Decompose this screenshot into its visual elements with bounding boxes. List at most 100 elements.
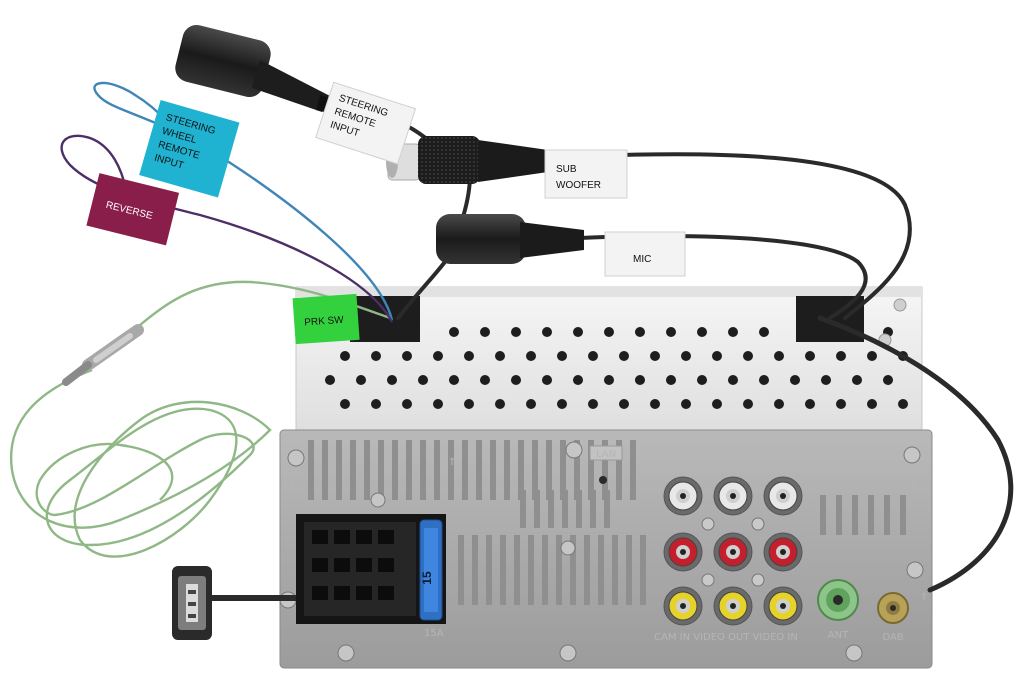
panel-rib [574, 440, 580, 500]
rca-jack-hole [680, 549, 686, 555]
panel-rib [532, 440, 538, 500]
vent-hole [573, 327, 583, 337]
vent-hole [743, 351, 753, 361]
right-grommet-cable [817, 315, 1014, 593]
vent-hole [619, 399, 629, 409]
panel-rib [350, 440, 356, 500]
steering-wheel-wire [93, 81, 394, 321]
panel-rib [570, 535, 576, 605]
mic-tag: MIC [604, 231, 686, 277]
iso-connector: 15 15A [296, 514, 446, 639]
panel-rib [308, 440, 314, 500]
vent-hole [573, 375, 583, 385]
usb-connector [172, 566, 296, 640]
vent-hole [650, 399, 660, 409]
svg-text:⇑: ⇑ [448, 457, 456, 468]
vent-hole [387, 375, 397, 385]
panel-rib [548, 490, 554, 528]
ribs-top [308, 440, 906, 535]
vent-hole [480, 327, 490, 337]
panel-rib [364, 440, 370, 500]
svg-text:⇑: ⇑ [368, 472, 376, 483]
rca-screw [701, 573, 715, 587]
vent-hole [464, 351, 474, 361]
panel-rib [462, 440, 468, 500]
rca-jack-hole [780, 549, 786, 555]
vent-hole [495, 399, 505, 409]
vent-hole [433, 399, 443, 409]
svg-text:⇑: ⇑ [288, 482, 296, 493]
panel-rib [490, 440, 496, 500]
rca-screw [701, 517, 715, 531]
vent-hole [588, 399, 598, 409]
rca-jack-hole [780, 603, 786, 609]
panel-rib [820, 495, 826, 535]
vent-hole [836, 351, 846, 361]
panel-rib [560, 440, 566, 500]
vent-hole [449, 375, 459, 385]
vent-hole [836, 399, 846, 409]
panel-rib [590, 490, 596, 528]
panel-rib [556, 535, 562, 605]
panel-rib [534, 490, 540, 528]
vent-hole [666, 375, 676, 385]
fuse-rating: 15A [424, 628, 444, 639]
panel-rib [640, 535, 646, 605]
rca-jacks: REAR SUB VIDEO OUT AV IN CAM IN VIDEO OU… [652, 458, 803, 643]
rca-screw [751, 573, 765, 587]
vent-hole [728, 327, 738, 337]
vent-hole [898, 399, 908, 409]
vent-hole [867, 351, 877, 361]
screw [893, 298, 907, 312]
vent-hole [356, 375, 366, 385]
steering-remote-plug [175, 24, 345, 116]
panel-rib [520, 490, 526, 528]
panel-rib [448, 440, 454, 500]
vent-hole [495, 351, 505, 361]
panel-rib [528, 535, 534, 605]
vent-hole [464, 399, 474, 409]
panel-rib [612, 535, 618, 605]
panel-rib [542, 535, 548, 605]
vent-hole [681, 399, 691, 409]
tag-text: WOOFER [556, 180, 601, 191]
vent-hole [604, 375, 614, 385]
panel-rib [884, 495, 890, 535]
vent-hole [650, 351, 660, 361]
vent-hole [402, 351, 412, 361]
panel-rib [546, 440, 552, 500]
vent-hole [449, 327, 459, 337]
panel-rib [630, 440, 636, 500]
vent-hole [805, 351, 815, 361]
fuse-value: 15 [420, 571, 434, 585]
svg-text:⇑: ⇑ [910, 482, 918, 493]
lan-badge [589, 445, 623, 461]
tag-text: SUB [556, 164, 577, 175]
vent-hole [805, 399, 815, 409]
vent-hole [759, 375, 769, 385]
vent-hole [712, 351, 722, 361]
panel-rib [476, 440, 482, 500]
vent-hole [325, 375, 335, 385]
panel-rib [406, 440, 412, 500]
panel-rib [626, 535, 632, 605]
vent-hole [697, 375, 707, 385]
panel-rib [584, 535, 590, 605]
vent-hole [542, 375, 552, 385]
steering-remote-input-tag: STEERING REMOTE INPUT [315, 81, 417, 165]
rca-screw [751, 517, 765, 531]
panel-rib [378, 440, 384, 500]
panel-rib [576, 490, 582, 528]
vent-hole [712, 399, 722, 409]
vent-hole [852, 375, 862, 385]
vent-hole [821, 375, 831, 385]
vent-hole [371, 351, 381, 361]
subwoofer-tag: SUB WOOFER [544, 149, 628, 199]
rca-jack-hole [730, 603, 736, 609]
antenna-connector: ANT [817, 579, 859, 641]
unit-chassis [295, 286, 923, 436]
subwoofer-cable [543, 152, 912, 320]
vent-hole [371, 399, 381, 409]
vent-hole [743, 399, 753, 409]
panel-rib [518, 440, 524, 500]
